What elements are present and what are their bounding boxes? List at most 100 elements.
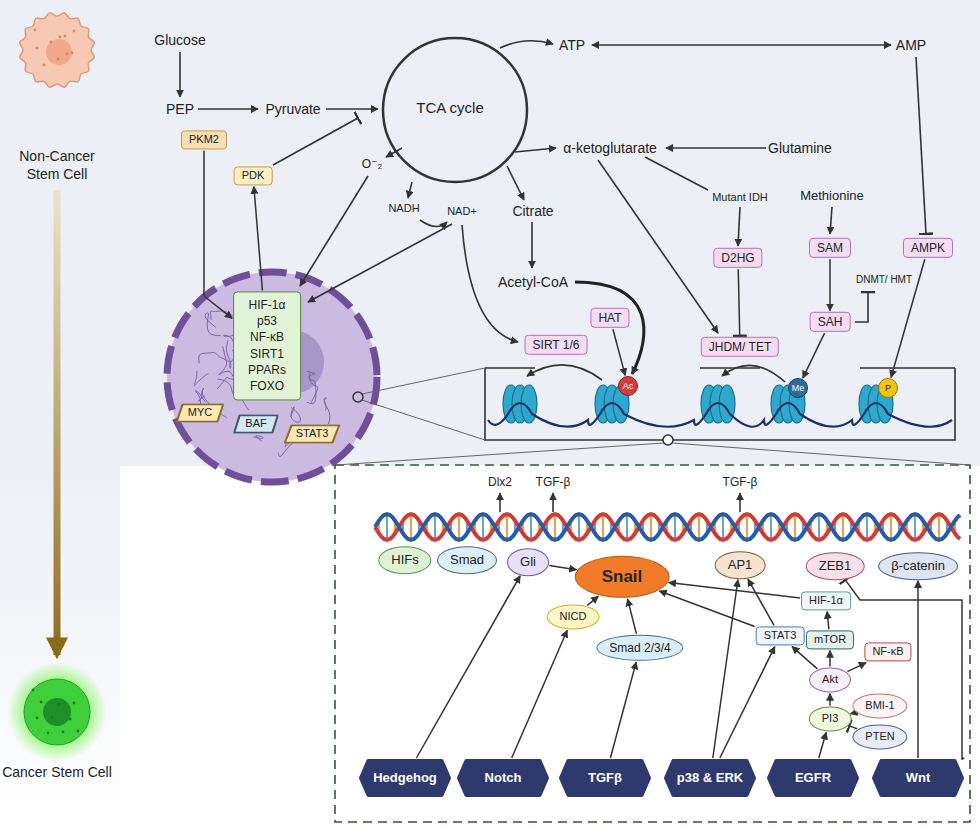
- process-box: HIF-1α: [801, 591, 851, 610]
- base-pair: [434, 514, 436, 540]
- base-pair: [602, 514, 604, 540]
- process-box: PKM2: [181, 130, 227, 149]
- cell-illustration: [2, 660, 112, 764]
- node-text: Notch: [485, 770, 522, 786]
- factor-tag: STAT3: [284, 424, 341, 443]
- chromatin-strand: [290, 407, 300, 422]
- histone-mark: Ac: [618, 376, 638, 396]
- connector-arrow: [610, 662, 636, 758]
- pathway-arrow: [485, 367, 535, 369]
- pathway-arrow: [592, 44, 891, 46]
- dna-helix: [375, 514, 960, 540]
- progression-arrow: [54, 190, 61, 655]
- base-pair: [890, 514, 892, 540]
- pathway-arrow: [507, 166, 524, 200]
- pathway-arrow: [552, 493, 554, 512]
- connector-arrow: [659, 591, 754, 627]
- text-label: AMP: [894, 37, 928, 54]
- connector-arrow: [549, 565, 576, 569]
- pathway-shape: [874, 761, 962, 795]
- node-text: β-catenin: [891, 558, 945, 574]
- text-label: Mutant IDH: [710, 191, 770, 204]
- pathway-arrow: [645, 157, 708, 190]
- pathway-shape: Wnt: [872, 759, 964, 797]
- node-text: MYC: [188, 406, 212, 419]
- connector-arrow: [748, 579, 774, 625]
- pathway-arrow: [860, 367, 955, 369]
- connector-arrow: [917, 581, 919, 758]
- pathway-arrow: [855, 292, 868, 322]
- pathway-arrow: [500, 41, 553, 48]
- cell-nucleus: [43, 698, 71, 726]
- pathway-arrow: [300, 176, 368, 286]
- node-text: Gli: [520, 554, 536, 570]
- base-pair: [626, 514, 628, 540]
- organelle-dot: [77, 730, 80, 733]
- organelle-dot: [69, 718, 72, 721]
- process-box: NF-κB: [864, 642, 911, 661]
- factor-ellipse: HIFs: [378, 546, 431, 574]
- pathway-shape: [459, 761, 547, 795]
- text-label: NAD+: [445, 205, 479, 218]
- node-text: STAT3: [296, 427, 329, 440]
- text-label: Glutamine: [766, 140, 834, 157]
- node-text: STAT3: [764, 629, 797, 642]
- node-text: mTOR: [814, 633, 846, 646]
- connector-arrow: [669, 583, 800, 598]
- connector-arrow: [254, 187, 263, 291]
- text-label: TCA cycle: [414, 99, 486, 117]
- connector-arrow: [587, 596, 598, 605]
- process-box: STAT3: [756, 626, 805, 645]
- base-pair: [914, 514, 916, 540]
- node-text: Cancer Stem Cell: [2, 764, 112, 782]
- process-box: SAH: [810, 312, 851, 332]
- text-label: Methionine: [798, 188, 866, 204]
- factor-ellipse: Snail: [575, 556, 670, 598]
- base-pair: [410, 514, 412, 540]
- node-text: D2HG: [721, 251, 754, 265]
- zoom-box: [335, 465, 970, 822]
- text-label: ATP: [557, 37, 587, 54]
- process-box: JHDM/ TET: [701, 337, 779, 357]
- cell-body: [20, 13, 95, 88]
- pathway-arrows: [180, 41, 969, 512]
- connector-arrow: [849, 726, 857, 729]
- base-pair: [866, 514, 868, 540]
- cell-glow: [7, 662, 107, 762]
- pathway-arrow: [308, 224, 452, 302]
- base-pair: [554, 514, 556, 540]
- organelle-dot: [40, 701, 43, 704]
- organelle-dot: [51, 716, 54, 719]
- organelle-dot: [58, 703, 61, 706]
- text-label: TGF-β: [721, 475, 760, 489]
- node-text: NF-κB: [872, 645, 903, 658]
- base-pair: [578, 514, 580, 540]
- node-text: Non-Cancer Stem Cell: [5, 148, 109, 183]
- dna-strand: [488, 403, 952, 427]
- base-pair: [650, 514, 652, 540]
- zoom-circle: [663, 435, 673, 445]
- pathway-arrow: [738, 207, 740, 246]
- connector-arrow: [829, 651, 831, 667]
- connector-arrow: [792, 647, 817, 669]
- factor-ellipse: BMI-1: [852, 693, 907, 718]
- dna-strand: [375, 514, 960, 540]
- pathway-arrow: [515, 148, 556, 152]
- process-box: SAM: [809, 238, 851, 258]
- connector-arrow: [738, 269, 739, 336]
- connector-arrow: [827, 612, 829, 630]
- pathway-shape: TGFβ: [559, 759, 651, 797]
- pathway-arrow: [739, 493, 741, 512]
- tag-shape: [234, 415, 278, 432]
- pathway-arrow: [830, 207, 832, 234]
- connector-arrow: [628, 599, 637, 634]
- organelle-dot: [34, 29, 37, 32]
- factor-ellipse: β-catenin: [878, 552, 958, 580]
- base-pair: [458, 514, 460, 540]
- pathway-arrow: [362, 400, 485, 440]
- connector-arrow: [803, 333, 825, 378]
- organelle-dot: [43, 64, 46, 67]
- pathway-shape: [361, 761, 449, 795]
- base-pair: [674, 514, 676, 540]
